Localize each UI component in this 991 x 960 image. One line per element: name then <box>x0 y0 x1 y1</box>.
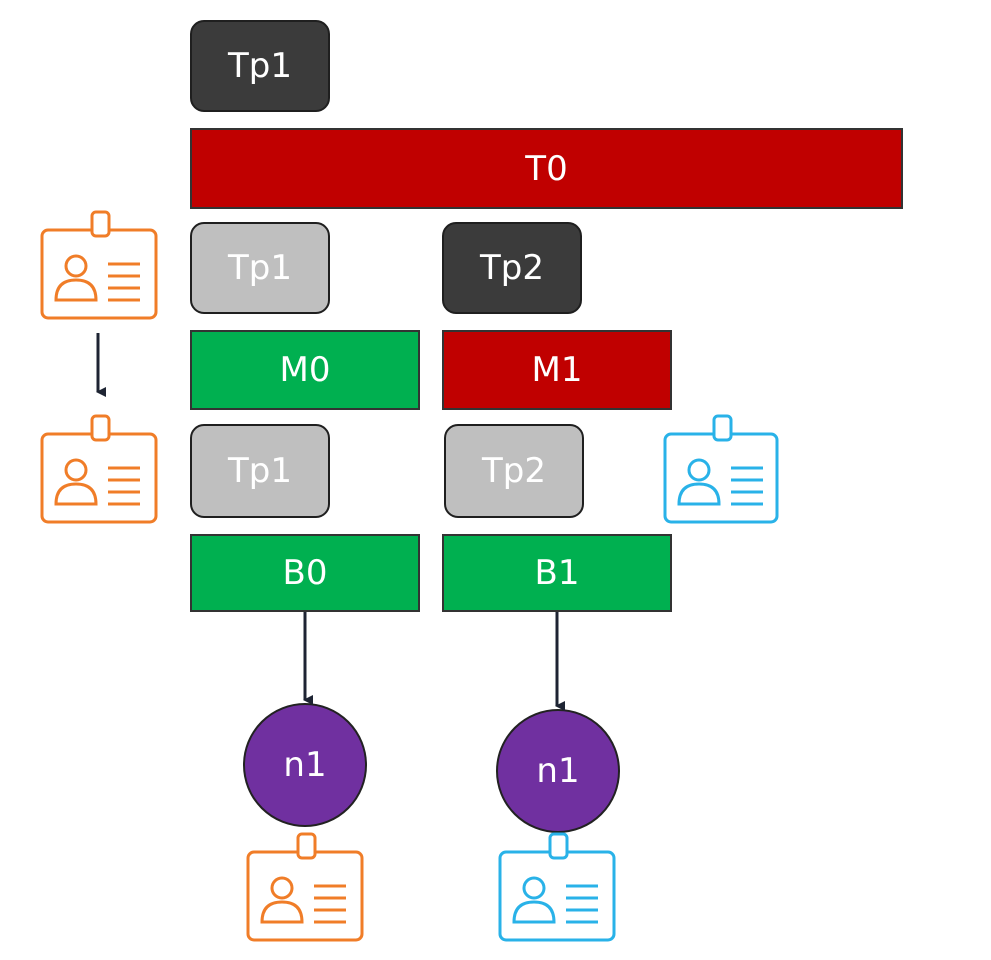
t0-bar: T0 <box>190 128 903 209</box>
tp1-row3-label: Tp1 <box>228 451 292 491</box>
id-badge-icon-orange <box>40 210 158 320</box>
tp2-row2-label: Tp2 <box>480 248 544 288</box>
tp1-row2-label: Tp1 <box>228 248 292 288</box>
id-badge-icon-orange <box>246 832 364 942</box>
tp2-row3-label: Tp2 <box>482 451 546 491</box>
node-right: n1 <box>496 709 620 833</box>
node-left: n1 <box>243 703 367 827</box>
t0-label: T0 <box>525 148 568 189</box>
tp2-row2-box: Tp2 <box>442 222 582 314</box>
b1-label: B1 <box>534 553 580 593</box>
tp1-top-box: Tp1 <box>190 20 330 112</box>
tp1-row2-box: Tp1 <box>190 222 330 314</box>
id-badge-icon-orange <box>40 414 158 524</box>
node-left-label: n1 <box>283 745 327 785</box>
tp1-top-label: Tp1 <box>228 46 292 86</box>
tp1-row3-box: Tp1 <box>190 424 330 518</box>
b1-bar: B1 <box>442 534 672 612</box>
m1-bar: M1 <box>442 330 672 410</box>
b0-bar: B0 <box>190 534 420 612</box>
m0-bar: M0 <box>190 330 420 410</box>
m0-label: M0 <box>279 350 331 390</box>
tp2-row3-box: Tp2 <box>444 424 584 518</box>
b0-label: B0 <box>282 553 328 593</box>
id-badge-icon-blue <box>498 832 616 942</box>
id-badge-icon-blue <box>663 414 779 524</box>
m1-label: M1 <box>531 350 583 390</box>
node-right-label: n1 <box>536 751 580 791</box>
